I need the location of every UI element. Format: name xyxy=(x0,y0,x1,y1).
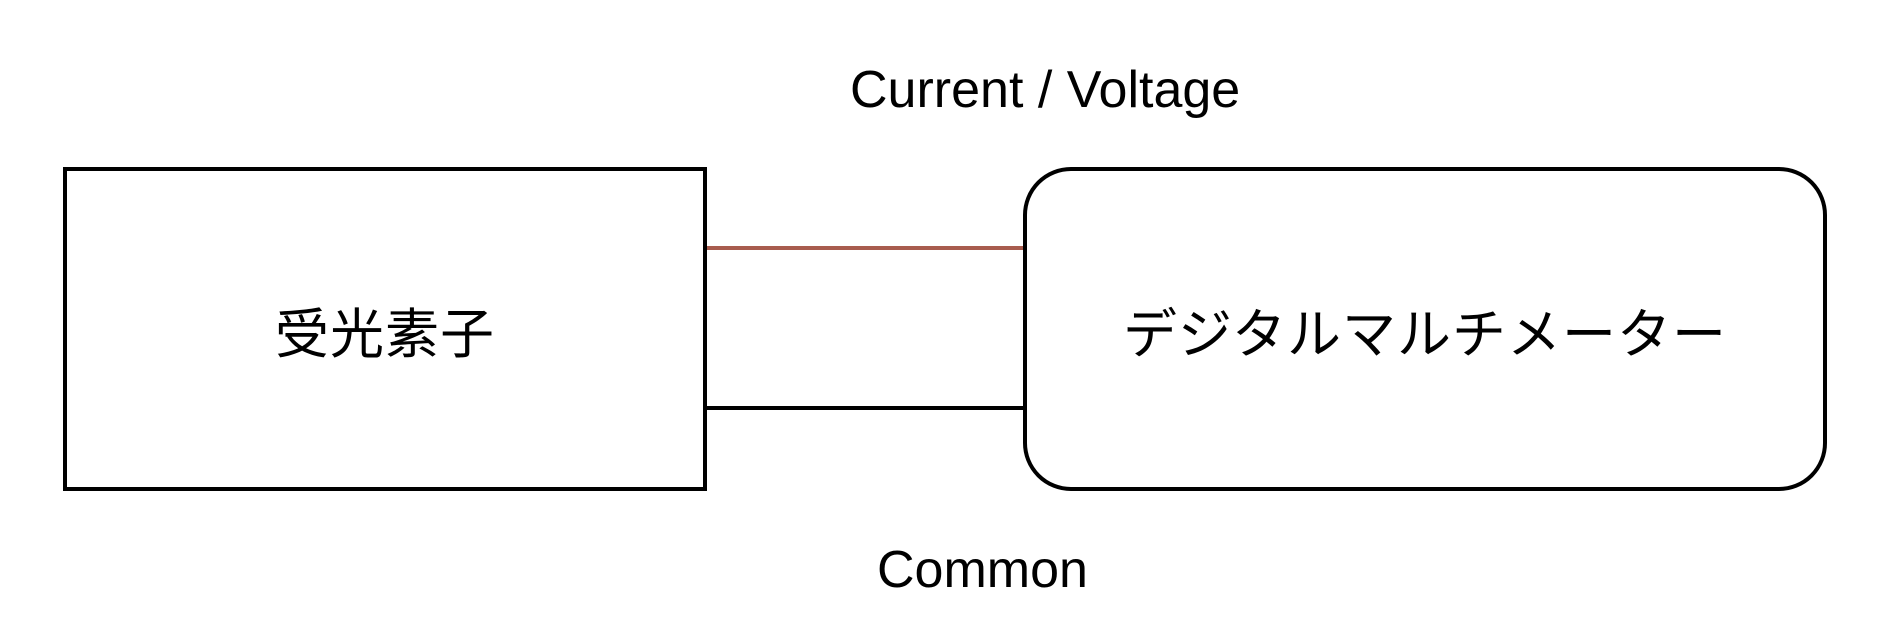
digital-multimeter-label: デジタルマルチメーター xyxy=(1123,302,1727,366)
photodetector-block: 受光素子 xyxy=(63,167,707,491)
signal-wire-label: Current / Voltage xyxy=(850,61,1241,119)
common-wire-label: Common xyxy=(877,541,1088,599)
photodetector-label: 受光素子 xyxy=(275,302,495,366)
common-wire xyxy=(707,406,1023,410)
digital-multimeter-block: デジタルマルチメーター xyxy=(1023,167,1827,491)
signal-wire xyxy=(707,246,1023,250)
